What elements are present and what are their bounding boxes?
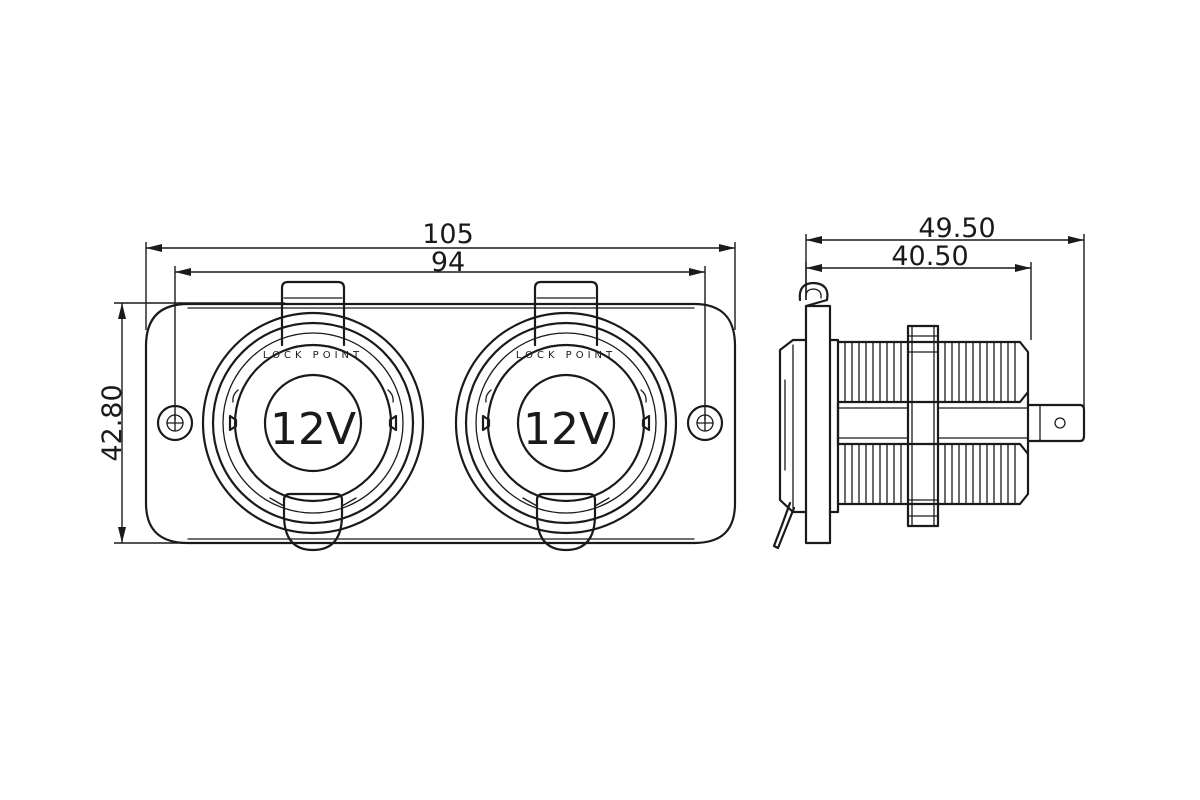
side-view: [772, 281, 1086, 550]
dimension-hole-spacing: 94: [174, 247, 706, 420]
cap-hinge-left: [280, 280, 346, 347]
side-cap-loop: [798, 281, 829, 308]
mounting-hole-right: [686, 404, 724, 442]
hex-nut: [906, 324, 940, 528]
mounting-hole-left: [156, 404, 194, 442]
side-flange: [804, 304, 832, 545]
thread-lower: [836, 442, 1030, 506]
socket-label-right: 12V: [523, 404, 609, 455]
dimension-label-height: 42.80: [97, 384, 128, 461]
side-cap-strap: [772, 501, 796, 550]
dimension-side-thread-depth: 40.50: [805, 241, 1032, 340]
mounting-plate: [144, 302, 737, 545]
cap-tab-left: [282, 492, 344, 552]
socket-label-left: 12V: [270, 404, 356, 455]
dimension-overall-width: 105: [145, 219, 736, 330]
cap-tab-right: [535, 492, 597, 552]
dimension-label-overall-width: 105: [422, 219, 474, 250]
ring-text-right: LOCK POINT: [516, 350, 616, 361]
dimension-label-side-thread-depth: 40.50: [891, 241, 968, 272]
socket-right: LOCK POINT 12V: [454, 280, 678, 552]
cap-hinge-right: [533, 280, 599, 347]
front-view: LOCK POINT 12V LOCK POINT 12V: [144, 280, 737, 552]
thread-upper: [836, 340, 1030, 404]
dimension-label-hole-spacing: 94: [431, 247, 465, 278]
spade-terminal: [1026, 403, 1086, 443]
socket-left: LOCK POINT 12V: [201, 280, 425, 552]
ring-text-left: LOCK POINT: [263, 350, 363, 361]
dimension-label-side-overall-depth: 49.50: [918, 213, 995, 244]
dimension-height: 42.80: [97, 302, 285, 544]
